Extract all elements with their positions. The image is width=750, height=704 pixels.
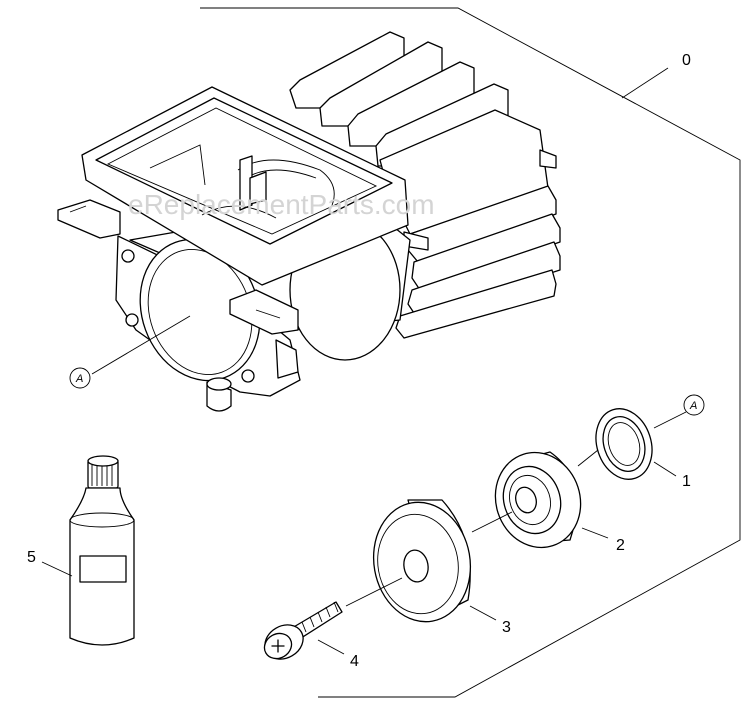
oil-bottle xyxy=(69,455,135,646)
pulley-wheel xyxy=(372,499,472,623)
pump-housing xyxy=(57,31,561,412)
callout-assembly: 0 xyxy=(682,52,691,69)
reference-mark-seal: A xyxy=(683,394,705,416)
callout-part-4: 4 xyxy=(350,653,359,670)
svg-text:A: A xyxy=(689,400,697,412)
callout-part-5: 5 xyxy=(27,549,36,566)
callout-part-2: 2 xyxy=(616,537,625,554)
leader-lines xyxy=(41,67,687,655)
ball-bearing xyxy=(494,451,582,549)
screw xyxy=(263,601,343,660)
callout-part-1: 1 xyxy=(682,473,691,490)
assembly-boundary xyxy=(200,7,741,698)
reference-mark-housing: A xyxy=(69,367,91,389)
shaft-seal xyxy=(595,408,653,480)
svg-text:A: A xyxy=(75,373,83,385)
callout-part-3: 3 xyxy=(502,619,511,636)
watermark-text: eReplacementParts.com xyxy=(128,189,435,220)
